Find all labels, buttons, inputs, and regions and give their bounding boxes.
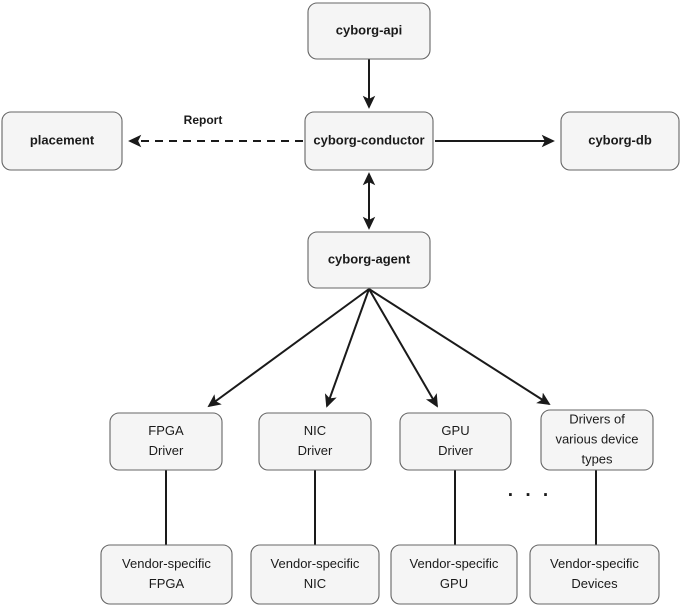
node-box-vendor-gpu [390, 544, 518, 605]
node-placement[interactable]: placement [1, 111, 123, 171]
node-box-fpga-driver [109, 412, 223, 471]
node-cyborg-api[interactable]: cyborg-api [307, 2, 431, 60]
edge-label-report-label: Report [184, 113, 223, 127]
node-label-cyborg-api-line-0: cyborg-api [336, 22, 402, 37]
node-label-gpu-driver-line-1: Driver [438, 443, 473, 458]
node-label-vendor-gpu-line-1: GPU [440, 576, 468, 591]
node-cyborg-agent[interactable]: cyborg-agent [307, 231, 431, 289]
node-label-nic-driver-line-1: Driver [298, 443, 333, 458]
node-box-gpu-driver [399, 412, 512, 471]
node-box-cyborg-db [560, 111, 680, 171]
node-box-placement [1, 111, 123, 171]
node-box-cyborg-api [307, 2, 431, 60]
node-box-various-drivers [540, 409, 654, 471]
node-label-vendor-devices-line-0: Vendor-specific [550, 556, 639, 571]
node-box-nic-driver [258, 412, 372, 471]
node-label-nic-driver-line-0: NIC [304, 423, 326, 438]
edge-agent-to-gpu-driver [368, 288, 438, 408]
node-label-fpga-driver-line-0: FPGA [148, 423, 184, 438]
edge-agent-to-nic-driver [324, 288, 370, 408]
labels-layer: Report · · · [184, 113, 553, 506]
node-various-drivers[interactable]: Drivers of various device types [540, 409, 654, 471]
node-label-various-drivers-line-2: types [581, 451, 613, 466]
node-label-vendor-gpu-line-0: Vendor-specific [410, 556, 499, 571]
node-label-vendor-nic-line-0: Vendor-specific [271, 556, 360, 571]
edge-agent-to-various-drivers [368, 288, 551, 406]
node-box-cyborg-agent [307, 231, 431, 289]
node-label-vendor-fpga-line-1: FPGA [149, 576, 185, 591]
node-cyborg-db[interactable]: cyborg-db [560, 111, 680, 171]
node-box-vendor-fpga [100, 544, 233, 605]
node-label-cyborg-agent-line-0: cyborg-agent [328, 251, 411, 266]
node-label-gpu-driver-line-0: GPU [441, 423, 469, 438]
edge-agent-to-fpga-driver [207, 288, 370, 408]
node-box-cyborg-conductor [304, 111, 434, 171]
node-cyborg-conductor[interactable]: cyborg-conductor [304, 111, 434, 171]
annotation-ellipsis: · · · [508, 485, 553, 506]
node-label-various-drivers-line-0: Drivers of [569, 411, 625, 426]
node-label-vendor-fpga-line-0: Vendor-specific [122, 556, 211, 571]
node-label-various-drivers-line-1: various device [555, 431, 638, 446]
node-label-placement-line-0: placement [30, 132, 95, 147]
node-label-cyborg-db-line-0: cyborg-db [588, 132, 652, 147]
edges-layer [128, 59, 597, 545]
node-label-vendor-nic-line-1: NIC [304, 576, 326, 591]
node-label-vendor-devices-line-1: Devices [571, 576, 618, 591]
node-label-fpga-driver-line-1: Driver [149, 443, 184, 458]
node-fpga-driver[interactable]: FPGA Driver [109, 412, 223, 471]
node-nic-driver[interactable]: NIC Driver [258, 412, 372, 471]
node-gpu-driver[interactable]: GPU Driver [399, 412, 512, 471]
node-box-vendor-devices [529, 544, 660, 605]
node-label-cyborg-conductor-line-0: cyborg-conductor [313, 132, 424, 147]
node-box-vendor-nic [250, 544, 380, 605]
